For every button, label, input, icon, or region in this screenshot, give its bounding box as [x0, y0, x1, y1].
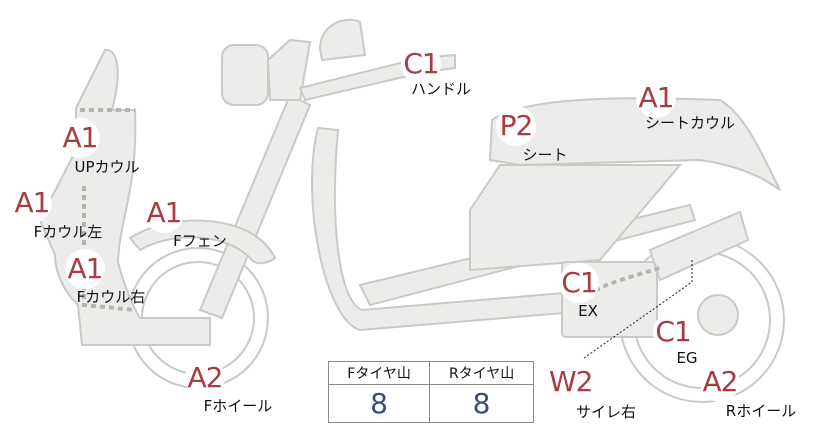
- up-cowl-label: UPカウル: [74, 158, 140, 176]
- f-cowl-left-label: Fカウル左: [33, 223, 103, 241]
- seat-cowl-label: シートカウル: [644, 114, 736, 132]
- f-cowl-right-label: Fカウル右: [76, 288, 146, 306]
- ex-grade: C1: [559, 263, 599, 303]
- engine-pulley: [697, 294, 739, 336]
- seat-cowl-grade: A1: [636, 78, 676, 118]
- f-wheel-grade: A2: [185, 358, 225, 398]
- eg-label: EG: [676, 349, 698, 367]
- rear-body: [469, 164, 683, 272]
- exhaust-pipe: [578, 266, 661, 302]
- ex-label: EX: [578, 302, 598, 320]
- f-cowl-left-grade: A1: [12, 183, 52, 223]
- front-fork: [198, 93, 312, 320]
- mirror: [318, 18, 367, 62]
- seat-grade: P2: [496, 106, 536, 146]
- f-fender-label: Fフェン: [173, 232, 227, 250]
- up-cowl-grade: A1: [60, 118, 100, 158]
- tire-tread-table: Fタイヤ山 Rタイヤ山 8 8: [327, 361, 534, 423]
- rear-tire-tread-header: Rタイヤ山: [429, 361, 534, 385]
- muffler-right-grade: W2: [549, 362, 594, 402]
- f-cowl-right-grade: A1: [65, 249, 105, 289]
- f-fender-grade: A1: [144, 193, 184, 233]
- r-wheel-label: Rホイール: [725, 402, 797, 420]
- eg-grade: C1: [653, 312, 693, 352]
- muffler-right-label: サイレ右: [575, 403, 637, 421]
- front-cowl-seams: [80, 108, 136, 312]
- head-cover: [266, 38, 312, 101]
- rear-tire-tread-value: 8: [429, 384, 534, 423]
- handle-grade: C1: [401, 44, 441, 84]
- f-wheel-label: Fホイール: [203, 397, 273, 415]
- r-wheel-grade: A2: [700, 362, 740, 402]
- front-tire-tread-header: Fタイヤ山: [327, 361, 431, 385]
- seat-cowl-shape: [488, 97, 781, 191]
- headlight: [221, 44, 269, 106]
- front-tire-tread-value: 8: [327, 384, 431, 423]
- handle-label: ハンドル: [410, 80, 472, 98]
- seat-label: シート: [522, 146, 568, 164]
